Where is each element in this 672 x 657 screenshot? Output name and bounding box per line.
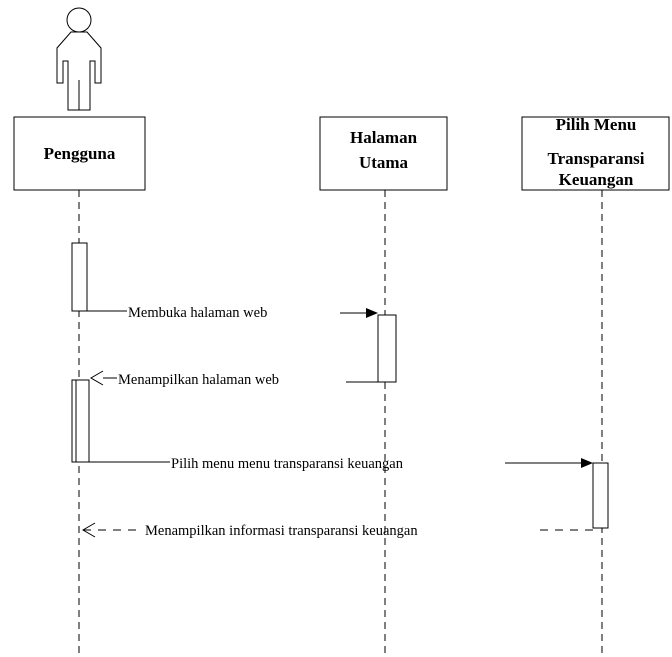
arrowhead-filled-icon (366, 308, 378, 318)
message-menampilkan-informasi: Menampilkan informasi transparansi keuan… (82, 522, 593, 539)
participant-pilih-menu-label-line2: Transparansi (548, 149, 645, 168)
arrowhead-filled-icon (581, 458, 593, 468)
arrowhead-open-icon (90, 370, 104, 386)
message-menampilkan-halaman-web: Menampilkan halaman web (90, 370, 378, 388)
participant-pengguna: Pengguna (13, 116, 146, 191)
message-pilih-menu-transparansi: Pilih menu menu transparansi keuangan (89, 456, 593, 472)
participant-halaman-utama: Halaman Utama (319, 116, 448, 191)
participant-pilih-menu-label-line1: Pilih Menu (556, 115, 637, 134)
message-label: Menampilkan informasi transparansi keuan… (145, 523, 418, 539)
participant-halaman-utama-label-line2: Utama (359, 153, 409, 172)
message-membuka-halaman-web: Membuka halaman web (87, 305, 378, 321)
activation-pengguna-1 (71, 242, 88, 312)
activation-pengguna-2 (71, 379, 90, 463)
activation-halaman-utama (377, 314, 397, 383)
message-label: Menampilkan halaman web (118, 372, 279, 388)
activation-pilih-menu (592, 462, 609, 529)
arrowhead-open-icon (82, 522, 96, 538)
participant-pilih-menu-label-line3: Keuangan (559, 170, 634, 189)
actor-figure-icon (56, 7, 102, 111)
participant-halaman-utama-label-line1: Halaman (350, 128, 418, 147)
message-label: Membuka halaman web (128, 305, 267, 321)
message-label: Pilih menu menu transparansi keuangan (171, 456, 404, 472)
participant-pilih-menu: Pilih Menu Transparansi Keuangan (521, 115, 670, 191)
participant-pengguna-label: Pengguna (44, 144, 116, 163)
